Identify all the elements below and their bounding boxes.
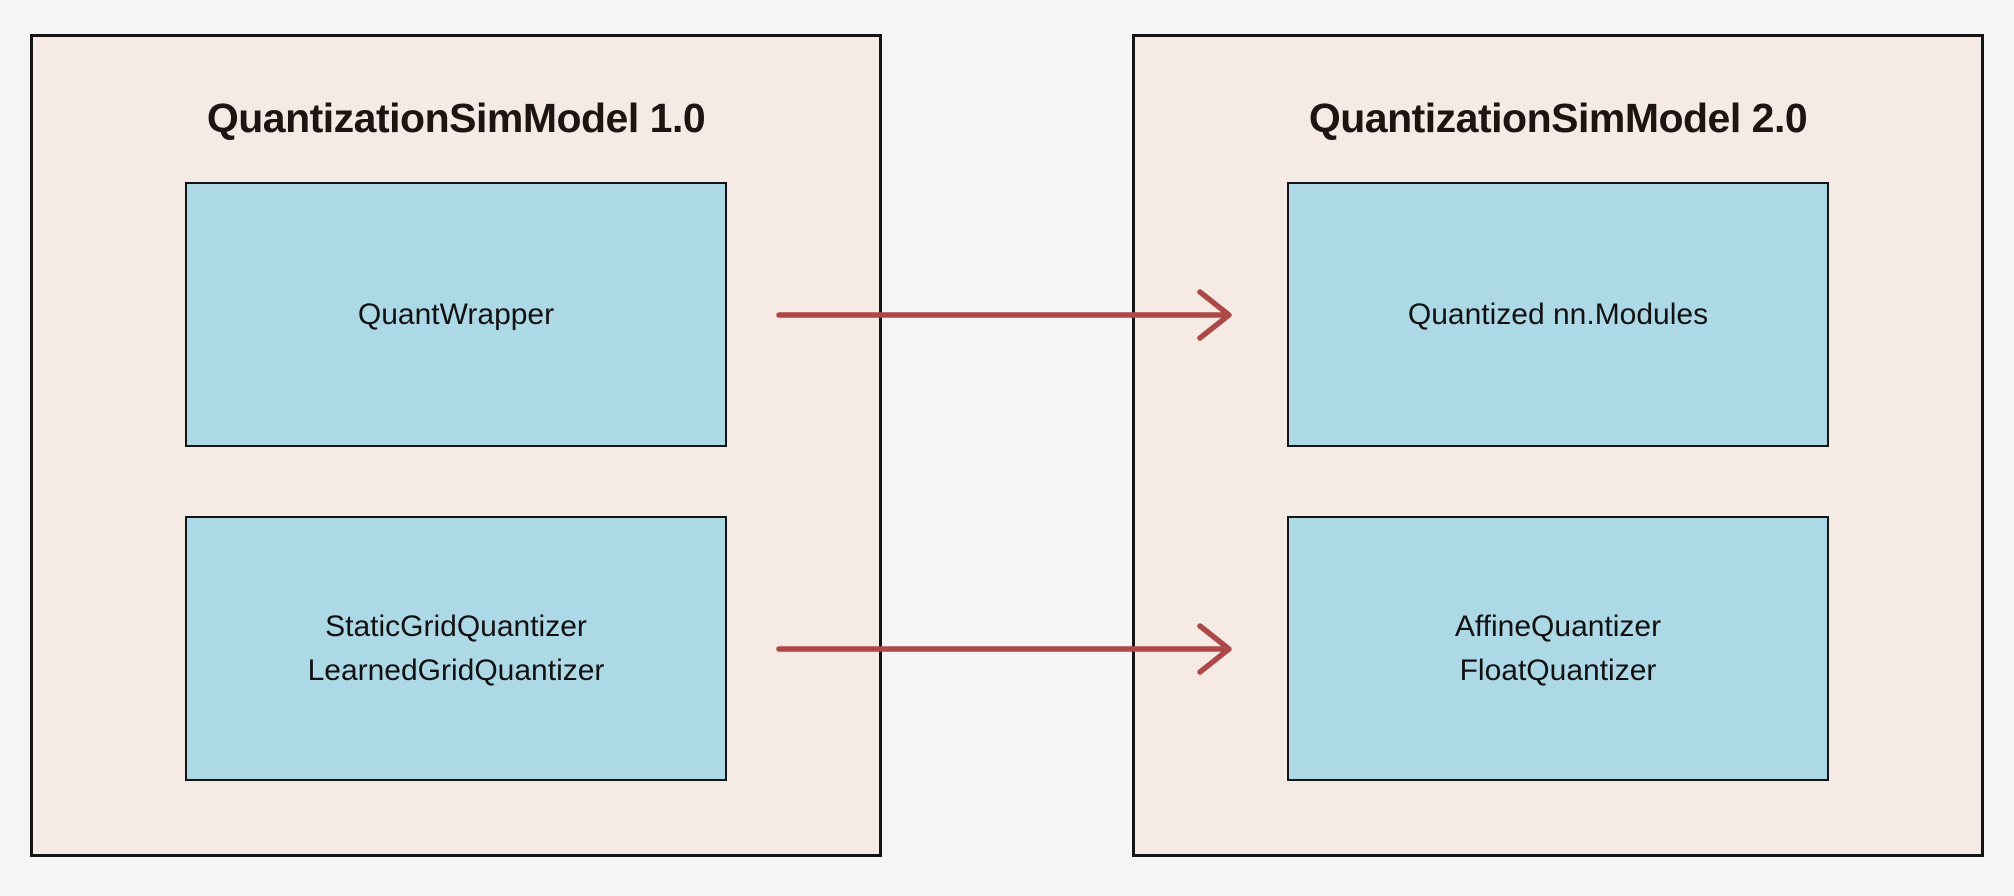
- box-grid-quantizers: StaticGridQuantizer LearnedGridQuantizer: [185, 516, 727, 781]
- box-quantwrapper-label: QuantWrapper: [357, 297, 555, 331]
- box-quantized-nn-modules-label: Quantized nn.Modules: [1407, 297, 1709, 331]
- panel-title-quantizationsimmodel-2: QuantizationSimModel 2.0: [1308, 95, 1808, 141]
- box-staticgridquantizer-label: StaticGridQuantizer: [325, 609, 587, 643]
- panel-title-quantizationsimmodel-1: QuantizationSimModel 1.0: [206, 95, 706, 141]
- panel-quantizationsimmodel-2: QuantizationSimModel 2.0 Quantized nn.Mo…: [1132, 34, 1984, 857]
- box-affinequantizer-label: AffineQuantizer: [1454, 609, 1662, 643]
- box-floatquantizer-label: FloatQuantizer: [1459, 653, 1657, 687]
- panel-quantizationsimmodel-1: QuantizationSimModel 1.0 QuantWrapper St…: [30, 34, 882, 857]
- box-quantwrapper: QuantWrapper: [185, 182, 727, 447]
- box-quantized-nn-modules: Quantized nn.Modules: [1287, 182, 1829, 447]
- box-affine-float-quantizers: AffineQuantizer FloatQuantizer: [1287, 516, 1829, 781]
- box-learnedgridquantizer-label: LearnedGridQuantizer: [307, 653, 605, 687]
